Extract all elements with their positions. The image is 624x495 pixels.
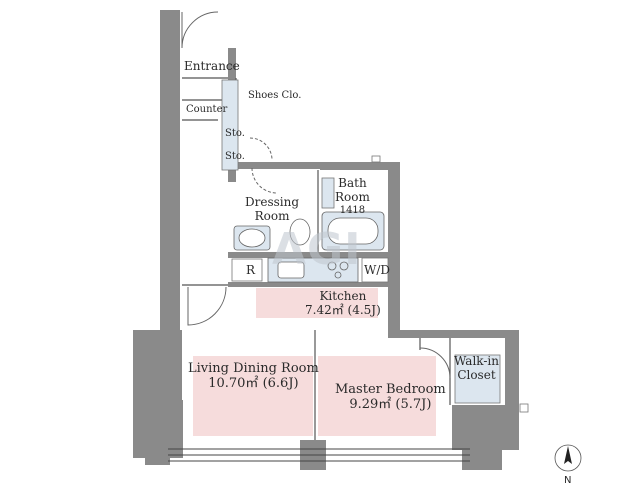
watermark: AGI: [272, 224, 362, 275]
master-bedroom-label: Master Bedroom 9.29㎡ (5.7J): [335, 382, 446, 412]
refrigerator-label: R: [246, 263, 256, 277]
bath-room-label: Bath Room 1418: [335, 176, 370, 216]
dressing-room-label: Dressing Room: [245, 195, 300, 223]
walls: [133, 10, 519, 470]
compass-label: N: [564, 475, 572, 486]
kitchen-highlight: [256, 288, 378, 318]
window-rail: [168, 448, 470, 462]
counter-label: Counter: [186, 104, 228, 115]
walk-in-closet-label: Walk-in Closet: [454, 354, 499, 382]
storage-label: Sto.: [225, 128, 245, 139]
compass-icon: [554, 444, 582, 472]
shoes-closet-label: Shoes Clo.: [248, 90, 302, 101]
master-bedroom-highlight: [318, 356, 436, 436]
storage-label: Sto.: [225, 151, 245, 162]
washer-dryer-label: W/D: [364, 263, 390, 277]
fixtures: [221, 79, 529, 413]
living-dining-label: Living Dining Room 10.70㎡ (6.6J): [188, 361, 319, 391]
entrance-label: Entrance: [184, 59, 240, 73]
living-dining-highlight: [193, 356, 313, 436]
doors: [181, 11, 451, 379]
kitchen-label: Kitchen 7.42㎡ (4.5J): [305, 289, 381, 317]
